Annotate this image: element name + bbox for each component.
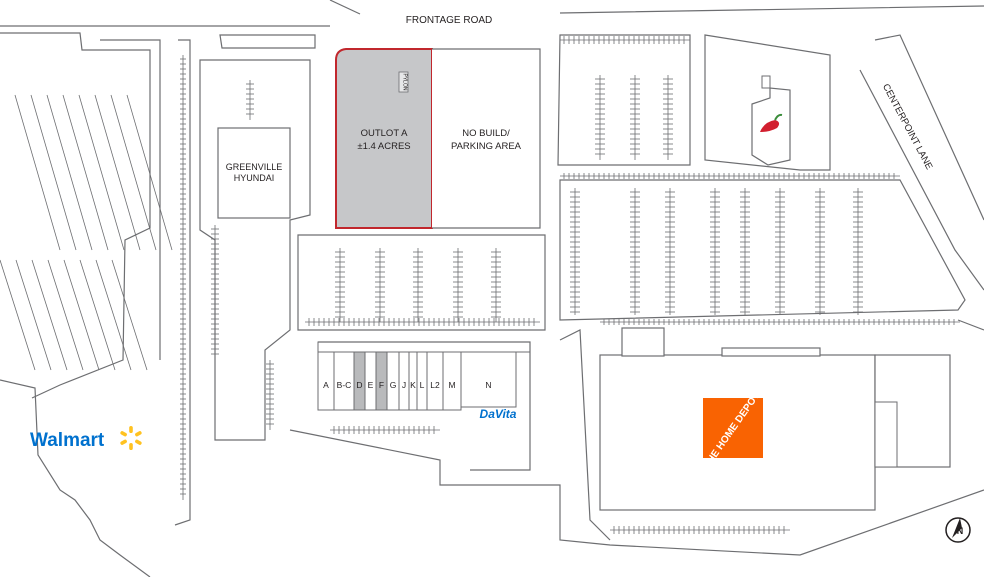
walmart-spark-ray [129,443,133,450]
east-lot [559,179,966,321]
home-depot-drive [559,329,611,541]
no-build-line2: PARKING AREA [451,141,522,152]
centerpoint-edge [859,34,984,291]
suite-label: M [448,380,455,390]
centerpoint-lane-label: CENTERPOINT LANE [880,82,934,171]
no-build-line1: NO BUILD/ [462,128,510,139]
davita-logo: DaVita [480,407,517,421]
hyundai-lot [199,59,311,441]
suite-n[interactable] [460,351,517,408]
walmart-logo: Walmart [30,430,105,451]
north-arrow-label: N [957,526,964,536]
suite-label: B-C [337,380,352,390]
walmart-spark-icon [120,426,142,450]
north-lot [557,34,691,166]
walmart-spark-ray [129,426,133,433]
pylon-label: PYLON [402,74,408,91]
suite-label: G [390,380,397,390]
parking-stalls [0,36,960,534]
chilis-sign [761,75,771,89]
south-drive [289,429,984,556]
hyundai-label-line1: GREENVILLE [226,162,283,172]
home-depot-annex [874,401,898,468]
drive-west [100,39,191,526]
road-north-curb [329,0,361,15]
walmart-spark-ray [135,431,142,437]
suite-label: L [420,380,425,390]
suite-label: A [323,380,329,390]
east-drive [957,319,984,331]
suite-label: L2 [430,380,440,390]
outlot-title: OUTLOT A [361,128,408,139]
greenville-hyundai-building [217,127,291,219]
north-arrow-icon: N [945,517,971,543]
hyundai-label-line2: HYUNDAI [234,173,275,183]
home-depot-canopy [721,347,821,357]
suite-label: D [356,380,362,390]
walmart-spark-ray [135,439,142,445]
chilis-lot [704,34,831,171]
suite-label: E [368,380,374,390]
pylon-sign [398,71,409,93]
chilis-pepper-icon [760,120,780,132]
retail-canopy [317,341,531,353]
frontage-road-edge [0,5,984,27]
home-depot-logo [703,398,763,458]
walmart-spark-ray [120,439,127,445]
chilis-stem-icon [774,113,783,121]
center-lot [297,234,546,331]
hyundai-lot-top [219,34,316,49]
outlot-area: ±1.4 ACRES [357,141,410,152]
suite-label: F [379,380,384,390]
suite-label: N [485,380,491,390]
suite-label: J [402,380,406,390]
walmart-spark-ray [120,431,127,437]
suite-label: K [410,380,416,390]
frontage-road-label: FRONTAGE ROAD [406,15,492,26]
walmart-lot-curb [0,32,151,399]
walmart-lot-inner [0,379,151,577]
home-depot-entry [621,327,665,357]
